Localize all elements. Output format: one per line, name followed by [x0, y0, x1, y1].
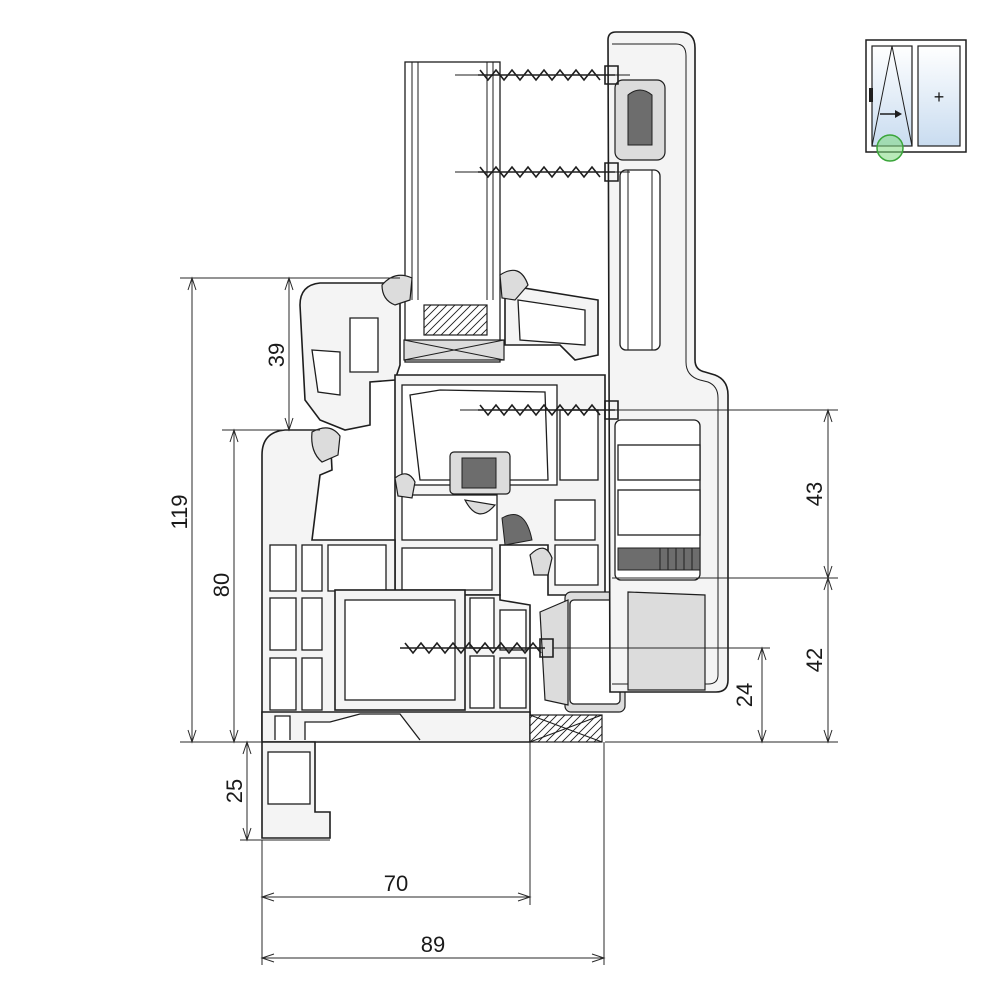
dim-label-24: 24 [732, 683, 757, 707]
screw-1 [455, 65, 630, 85]
screw-2 [455, 162, 630, 182]
handle-shaft [619, 169, 661, 351]
section-marker [876, 134, 904, 162]
dimension-labels: 119 80 39 25 70 89 43 42 24 [167, 343, 827, 957]
espagnolette-rack [617, 547, 701, 571]
frame-outer-gasket [311, 427, 341, 463]
fixing-screws [400, 65, 630, 658]
dim-label-119: 119 [167, 494, 192, 529]
window-elevation-icon: + [865, 39, 967, 162]
inner-sash-gasket [529, 547, 553, 576]
dim-label-80: 80 [209, 573, 234, 597]
dim-label-43: 43 [802, 482, 827, 506]
dim-label-39: 39 [264, 343, 289, 367]
handle-assembly [607, 31, 729, 693]
dim-label-42: 42 [802, 648, 827, 672]
dim-label-70: 70 [384, 871, 408, 896]
tilt-turn-indicator [871, 45, 913, 147]
dimension-lines [180, 276, 838, 965]
frame-profile [261, 429, 603, 839]
left-sash-icon [871, 45, 913, 147]
locking-roller [501, 514, 533, 546]
handle-icon [869, 88, 873, 102]
screw-4 [400, 638, 554, 658]
keeper-block [627, 591, 706, 691]
right-sash-icon [917, 45, 961, 147]
glass-unit [403, 61, 505, 363]
screw-3 [460, 400, 630, 420]
plus-symbol: + [934, 87, 945, 107]
inner-glass-gasket [499, 269, 529, 301]
dim-label-25: 25 [222, 779, 247, 803]
center-seal [394, 473, 416, 499]
glass-spacer [423, 304, 488, 336]
dim-label-89: 89 [421, 932, 445, 957]
